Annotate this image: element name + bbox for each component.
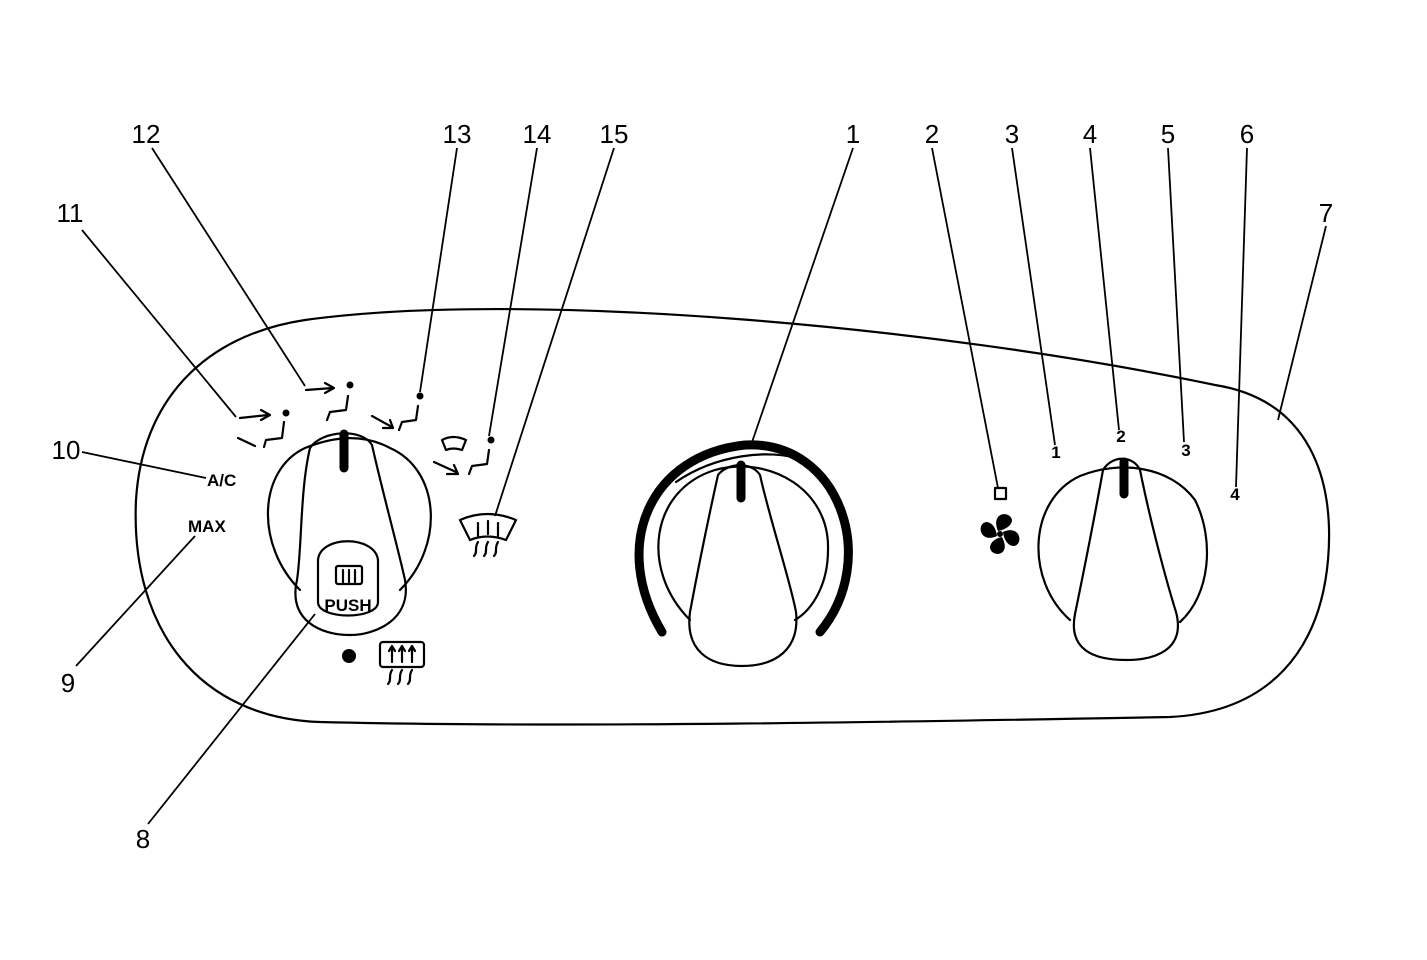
rear-defrost-icon xyxy=(334,564,364,586)
airflow-arrow-icon xyxy=(236,436,257,448)
max-label: MAX xyxy=(188,517,226,536)
callout-7: 7 xyxy=(1319,198,1333,228)
fan-speed-knob[interactable] xyxy=(1037,457,1209,662)
callout-14: 14 xyxy=(523,119,552,149)
indicator-dot xyxy=(342,649,356,663)
callout-2: 2 xyxy=(925,119,939,149)
callout-numbers: 1 2 3 4 5 6 7 8 9 10 11 12 13 14 15 xyxy=(52,119,1334,854)
callout-4: 4 xyxy=(1083,119,1097,149)
mode-icon-vent xyxy=(236,408,290,449)
callout-9: 9 xyxy=(61,668,75,698)
mode-icon-floor xyxy=(370,392,424,432)
temperature-knob[interactable] xyxy=(634,440,853,668)
ac-label: A/C xyxy=(207,471,236,490)
fan-icon xyxy=(980,514,1020,554)
airflow-arrow-icon xyxy=(432,460,460,476)
seated-occupant-icon xyxy=(346,381,354,389)
fan-speed-3: 3 xyxy=(1181,441,1190,460)
windshield-defrost-icon xyxy=(458,512,518,558)
fan-off-marker xyxy=(993,486,1008,501)
temperature-scale-arc-inner xyxy=(674,453,804,484)
fan-speed-1: 1 xyxy=(1051,443,1060,462)
callout-1: 1 xyxy=(846,119,860,149)
temperature-scale-arc xyxy=(634,440,853,637)
callout-11: 11 xyxy=(57,198,84,228)
callout-10: 10 xyxy=(52,435,81,465)
callout-6: 6 xyxy=(1240,119,1254,149)
fan-speed-2: 2 xyxy=(1116,427,1125,446)
callout-5: 5 xyxy=(1161,119,1175,149)
windshield-defrost-icon xyxy=(440,435,468,452)
leader-lines xyxy=(75,147,1327,825)
seated-occupant-icon xyxy=(416,392,424,400)
push-label: PUSH xyxy=(324,596,371,615)
rear-defrost-push-button[interactable]: PUSH xyxy=(316,540,380,617)
callout-13: 13 xyxy=(443,119,472,149)
fan-speed-4: 4 xyxy=(1230,485,1240,504)
mode-icon-defog xyxy=(432,435,495,476)
callout-15: 15 xyxy=(600,119,629,149)
mode-icon-bi-level xyxy=(304,381,354,422)
callout-3: 3 xyxy=(1005,119,1019,149)
airflow-arrow-icon xyxy=(238,408,272,422)
seated-occupant-icon xyxy=(282,409,290,417)
callout-12: 12 xyxy=(132,119,161,149)
airflow-arrow-icon xyxy=(370,414,395,430)
seated-occupant-icon xyxy=(487,436,495,444)
callout-8: 8 xyxy=(136,824,150,854)
airflow-arrow-icon xyxy=(304,381,336,395)
mode-selector-knob[interactable] xyxy=(266,429,432,637)
rear-defrost-icon xyxy=(378,640,426,686)
control-panel-outline xyxy=(134,307,1331,726)
